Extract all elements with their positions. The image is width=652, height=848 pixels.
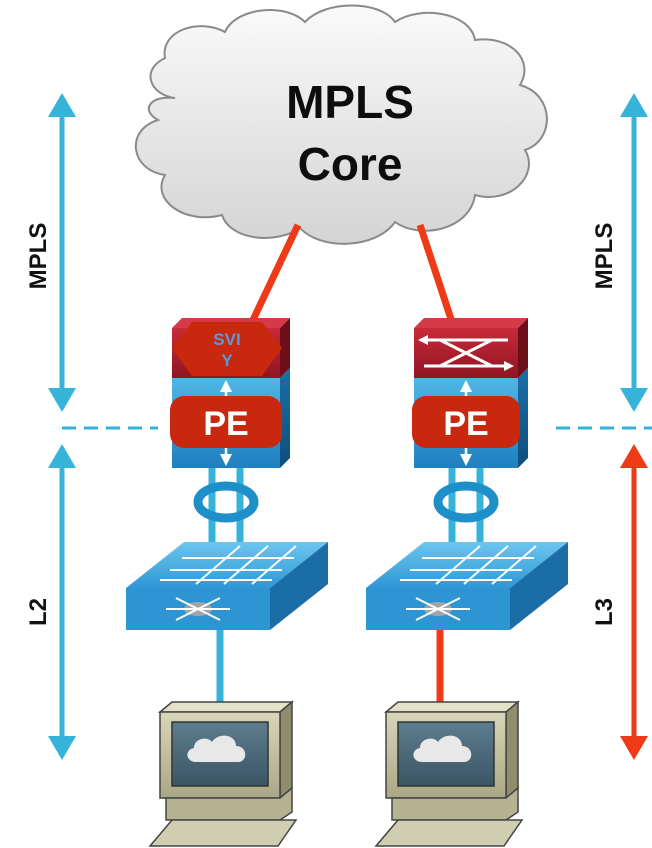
- left-svi-text-line2: Y: [221, 351, 233, 370]
- cloud-title-line1: MPLS: [286, 76, 414, 128]
- left-upper-label: MPLS: [25, 223, 52, 290]
- mpls-link-left: [248, 223, 302, 324]
- left-svi-text-line1: SVI: [213, 330, 240, 349]
- left-lower-label: L2: [25, 598, 52, 626]
- right-pe-badge: PE: [412, 396, 520, 448]
- left-switch-icon: [126, 542, 328, 630]
- right-switch-icon: [366, 542, 568, 630]
- right-pc-icon: [374, 700, 524, 847]
- left-pe-badge: PE: [170, 396, 282, 448]
- right-port-channel-icon: [433, 468, 499, 548]
- left-mpls-double-arrow-icon: [48, 93, 76, 412]
- right-pe-router-icon: [414, 318, 528, 468]
- left-l2-double-arrow-icon: [48, 444, 76, 760]
- cloud-title-line2: Core: [298, 138, 403, 190]
- left-pe-label: PE: [203, 405, 248, 443]
- cloud-icon: MPLS Core: [134, 4, 548, 245]
- left-pc-icon: [148, 700, 298, 847]
- left-port-channel-icon: [193, 468, 259, 548]
- right-lower-label: L3: [591, 598, 618, 626]
- right-upper-label: MPLS: [591, 223, 618, 290]
- right-mpls-double-arrow-icon: [620, 93, 648, 412]
- left-svi-badge: SVI Y: [172, 322, 282, 376]
- right-l3-double-arrow-icon: [620, 444, 648, 760]
- right-pe-label: PE: [443, 405, 488, 443]
- mpls-link-right: [416, 223, 456, 324]
